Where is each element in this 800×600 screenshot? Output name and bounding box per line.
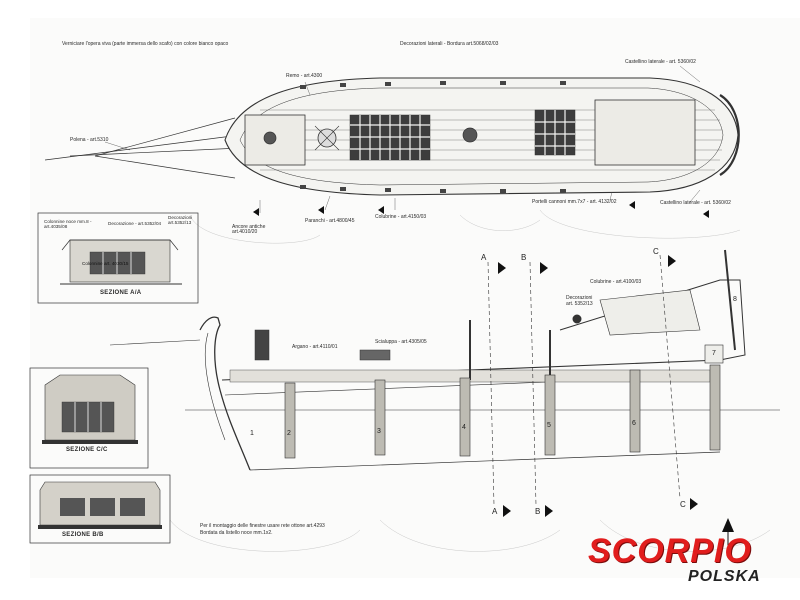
marker-b-bottom: B	[535, 507, 541, 516]
marker-c-bottom: C	[680, 500, 686, 509]
support-posts	[284, 364, 721, 459]
label-colonnine: Colonnine art. 4030/15	[82, 261, 129, 266]
label-wheel: Remo - art.4300	[286, 73, 323, 79]
station-7: 7	[712, 350, 716, 357]
label-paranchi: Paranchi - art.4800/45	[305, 218, 355, 224]
label-stern-castle: Castellino laterale - art. 5360/02	[625, 59, 696, 65]
footer-note-2: Bordata da listello noce mm.1x2.	[200, 530, 273, 536]
station-8: 8	[733, 296, 737, 303]
drawing-pointer-arrow	[722, 518, 734, 552]
deck-arrow-markers	[253, 201, 709, 218]
marker-a-top: A	[481, 253, 487, 262]
section-cc-box	[29, 367, 149, 469]
section-bb-title: SEZIONE B/B	[62, 532, 104, 538]
label-decorazioni: Decorazioni art.5352/13	[168, 215, 193, 225]
section-cut-lines	[487, 254, 681, 506]
label-scialuppa: Scialuppa - art.4305/05	[375, 339, 427, 345]
marker-a-bottom: A	[492, 507, 498, 516]
label-portholes: Portelli cannoni mm.7x7 - art. 4132/02	[532, 199, 617, 205]
section-bb-box	[29, 474, 171, 544]
station-6: 6	[632, 420, 636, 427]
label-culverins-profile: Colubrine - art.4100/03	[590, 279, 642, 285]
label-decorazione: Decorazione - art.5352/04	[108, 221, 162, 226]
marker-c-top: C	[653, 247, 659, 256]
station-5: 5	[547, 422, 551, 429]
section-cc-title: SEZIONE C/C	[66, 447, 108, 453]
brand-country: POLSKA	[688, 568, 761, 585]
deck-plan-view	[44, 77, 740, 196]
section-arrows	[498, 255, 698, 517]
brand-name: SCORPIO	[588, 532, 752, 570]
station-1: 1	[250, 430, 254, 437]
scorpio-polska-logo: SCORPIO POLSKA	[588, 520, 788, 590]
label-culverins-top: Colubrine - art.4150/03	[375, 214, 427, 220]
marker-b-top: B	[521, 253, 527, 262]
header-note: Verniciare l'opera viva (parte immersa d…	[62, 41, 229, 47]
label-decorations-profile-1: Decorazioni	[566, 295, 593, 301]
label-argano: Argano - art.4110/01	[292, 344, 338, 350]
label-lateral-decorations: Decorazioni laterali - Bordura art.5068/…	[400, 41, 499, 47]
deck-leader-lines	[104, 65, 701, 213]
label-castle-lateral: Castellino laterale - art. 5360/02	[660, 200, 731, 206]
hull-profile-view	[109, 249, 780, 471]
section-aa-title: SEZIONE A/A	[100, 290, 142, 296]
section-aa-box	[37, 212, 199, 304]
label-bowsprit: Polena - art.5310	[70, 137, 109, 143]
footer-note-1: Per il montaggio delle finestre usare re…	[200, 523, 325, 529]
label-decorations-profile-2: art. 5352/13	[566, 301, 593, 307]
label-colonnine-noce: Colonnine noce mm.8 - art.4035/08	[44, 219, 92, 229]
station-3: 3	[377, 428, 381, 435]
station-4: 4	[462, 424, 466, 431]
station-2: 2	[287, 430, 291, 437]
label-anchors: Ancore antiche art.4010/20	[232, 224, 266, 235]
